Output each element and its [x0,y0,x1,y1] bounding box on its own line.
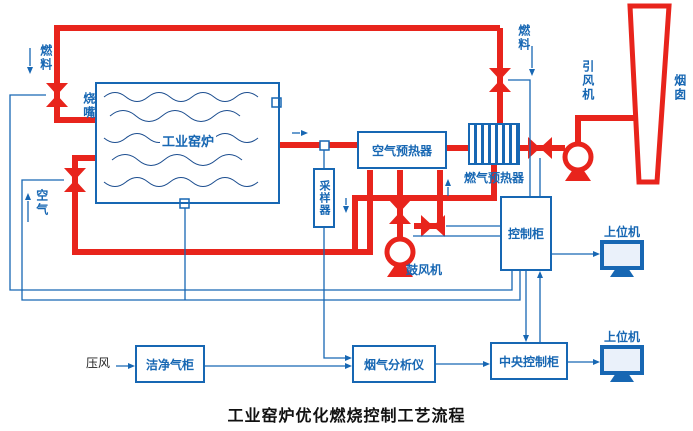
gas-preheater-box [468,123,520,165]
flue-flow-arrow [301,130,308,136]
air-label: 空气 [34,189,49,217]
furnace-side-sensor [271,97,282,108]
chimney-shape [627,3,672,185]
host-computer-top-label: 上位机 [603,225,640,239]
signal-lines [9,79,598,367]
pipe-preheated-fuel [352,165,497,252]
clean-gas-cabinet-box: 洁净气柜 [135,345,205,383]
burner-label: 烧嘴 [81,92,96,120]
valve-fuel-right [489,68,511,92]
valve1-control-line [9,94,513,291]
air-up-branch-arrow [445,179,451,186]
induced-draft-fan-symbol [562,141,594,181]
central-control-cabinet-box: 中央控制柜 [490,342,568,380]
pipe-air-loop [72,155,373,255]
furnace-label: 工业窑炉 [160,131,217,150]
diagram-title: 工业窑炉优化燃烧控制工艺流程 [227,408,466,425]
chimney-label: 烟囱 [672,74,687,102]
blower-fan-symbol [384,236,416,277]
arrow-down-central [523,335,529,342]
control-cabinet-box: 控制柜 [500,196,552,271]
valve-flue [528,137,552,159]
fuel-right-arrow [529,69,535,76]
arrow-to-host-bottom [593,359,600,365]
air-up-arrow [25,193,31,200]
flue-sampling-port [319,140,330,151]
fuel-valve-control-line [508,79,531,196]
host-computer-top-icon [600,240,644,277]
furnace-box [95,82,280,204]
valve-air-left [64,168,86,192]
flue-gas-analyzer-box: 烟气分析仪 [352,345,436,383]
valve2-control-line [21,179,521,301]
flame-lines [103,92,259,187]
air-preheater-box: 空气预热器 [357,131,447,169]
fuel-right-label: 燃料 [516,24,531,52]
arrow-into-cleangas [128,363,135,369]
arrow-into-central [483,361,490,367]
sampler-box: 采样器 [313,168,335,228]
valve-branch-line [421,215,445,237]
arrow-into-analyzer-left [345,363,352,369]
gas-preheater-label: 燃气预热器 [463,171,524,185]
arrow-into-analyzer-top [345,355,352,361]
host-computer-bottom-label: 上位机 [603,330,640,344]
valve-fuel-left [46,83,68,107]
flow-arrows [25,46,600,369]
blower-label: 鼓风机 [406,263,443,277]
compressed-air-label: 压风 [86,356,111,370]
red-pipes [54,25,638,255]
fuel-down-arrow [343,206,349,213]
fuel-left-label: 燃料 [38,44,53,72]
induced-fan-label: 引风机 [580,60,595,102]
arrow-to-host-top [593,251,600,257]
valve-blower-line [389,200,411,224]
pipe-fan-to-chimney [575,115,638,144]
arrow-up-control [537,271,543,278]
host-computer-bottom-icon [600,345,644,382]
sampler-to-analyzer-line [323,228,350,359]
pipe-fuel-main [54,25,500,123]
fuel-left-arrow [27,67,33,74]
